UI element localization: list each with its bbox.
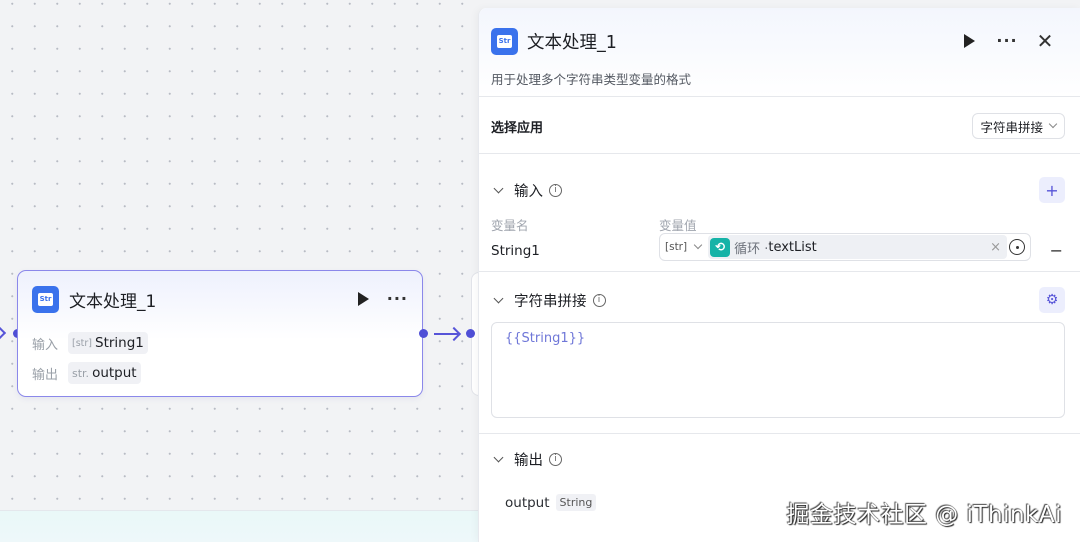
puzzle-str-icon: Str [32, 285, 59, 313]
col-header-name: 变量名 [491, 218, 529, 233]
collapse-chevron-icon[interactable] [493, 183, 504, 193]
next-node-input-port[interactable] [466, 329, 475, 338]
node-output-port[interactable] [419, 329, 428, 338]
variable-name[interactable]: String1 [491, 243, 540, 259]
type-array-str-icon: [str] [665, 241, 688, 253]
node-title: 文本处理_1 [69, 291, 157, 312]
variable-reference-tag[interactable]: ⟲ 循环 · textList × [708, 235, 1007, 259]
input-section-title: 输入 [514, 183, 543, 200]
play-icon [963, 34, 975, 48]
collapse-chevron-icon[interactable] [493, 293, 504, 303]
clear-reference-icon[interactable]: × [990, 239, 1001, 255]
remove-variable-button[interactable]: − [1049, 241, 1063, 260]
info-icon[interactable]: i [549, 183, 562, 197]
output-section-title: 输出 [514, 452, 543, 469]
workflow-canvas[interactable] [0, 0, 478, 510]
watermark: 掘金技术社区 @ iThinkAi [786, 502, 1062, 528]
add-variable-button[interactable]: + [1039, 177, 1065, 203]
output-variable-row: output String [505, 494, 597, 511]
info-icon[interactable]: i [549, 452, 562, 466]
node-config-panel: Str 文本处理_1 ··· ✕ 用于处理多个字符串类型变量的格式 选择应用 字… [478, 8, 1080, 542]
col-header-value: 变量值 [659, 218, 697, 233]
concat-section: 字符串拼接 i ⚙ {{String1}} [479, 272, 1080, 434]
panel-description: 用于处理多个字符串类型变量的格式 [491, 72, 692, 87]
app-select[interactable]: 字符串拼接 [972, 113, 1065, 139]
close-button[interactable]: ✕ [1026, 31, 1064, 51]
concat-template-editor[interactable]: {{String1}} [491, 322, 1065, 418]
more-icon: ··· [996, 31, 1018, 50]
puzzle-str-icon: Str [491, 27, 518, 55]
type-array-str-icon: [str] [72, 337, 92, 349]
run-node-icon[interactable] [357, 292, 369, 306]
panel-header: Str 文本处理_1 ··· ✕ 用于处理多个字符串类型变量的格式 [479, 8, 1080, 97]
chevron-down-icon [1048, 119, 1058, 129]
node-input-label: 输入 [32, 337, 59, 353]
node-input-chip: [str] String1 [68, 332, 148, 354]
output-section: 输出 i output String [479, 434, 1080, 542]
concat-section-title: 字符串拼接 [514, 293, 587, 310]
select-app-section: 选择应用 字符串拼接 [479, 97, 1080, 154]
run-button[interactable] [950, 34, 988, 48]
text-process-node[interactable]: Str 文本处理_1 ··· 输入 [str] String1 输出 str. … [17, 270, 423, 397]
output-type-badge: String [555, 494, 597, 511]
node-more-icon[interactable]: ··· [386, 289, 408, 308]
loop-icon: ⟲ [710, 237, 731, 257]
type-dropdown-chevron-icon[interactable] [693, 240, 703, 250]
node-output-row: 输出 str. output [32, 362, 141, 384]
canvas-bottom-bar [0, 510, 478, 542]
close-icon: ✕ [1036, 29, 1054, 53]
input-section: 输入 i + 变量名 变量值 String1 [str] ⟲ 循环 · text… [479, 154, 1080, 272]
info-icon[interactable]: i [592, 293, 606, 307]
collapse-chevron-icon[interactable] [493, 452, 504, 462]
panel-title[interactable]: 文本处理_1 [527, 32, 617, 53]
settings-button[interactable]: ⚙ [1039, 287, 1065, 313]
variable-value-field[interactable]: [str] ⟲ 循环 · textList × [659, 233, 1031, 261]
more-button[interactable]: ··· [988, 31, 1026, 50]
node-input-row: 输入 [str] String1 [32, 332, 148, 354]
node-output-label: 输出 [32, 367, 59, 383]
edge-connector[interactable] [434, 333, 458, 335]
output-name: output [505, 494, 550, 511]
variable-picker-icon[interactable] [1009, 239, 1025, 255]
gear-icon: ⚙ [1045, 292, 1059, 308]
node-output-chip: str. output [68, 362, 141, 384]
type-str-icon: str. [72, 366, 90, 380]
select-app-label: 选择应用 [491, 121, 544, 136]
